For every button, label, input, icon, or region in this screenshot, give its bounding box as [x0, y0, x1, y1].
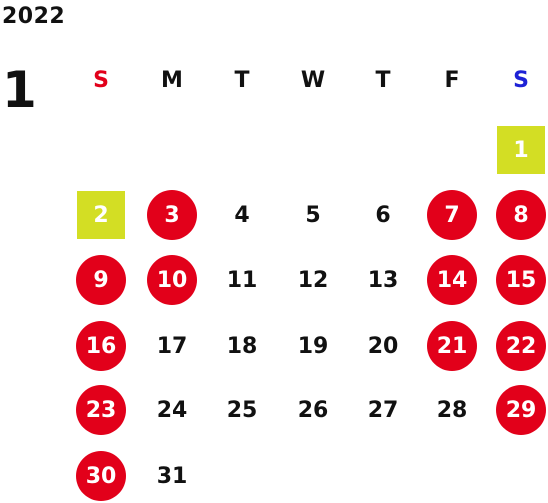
calendar-month: 1 — [2, 61, 37, 119]
day-cell[interactable]: 2 — [77, 191, 125, 239]
day-cell[interactable]: 17 — [156, 333, 188, 359]
day-cell[interactable]: 26 — [297, 397, 329, 423]
day-cell[interactable]: 12 — [297, 267, 329, 293]
day-cell[interactable]: 5 — [305, 202, 321, 228]
weekday-label: T — [234, 68, 250, 93]
calendar-year: 2022 — [2, 4, 66, 29]
day-cell[interactable]: 13 — [367, 267, 399, 293]
day-cell[interactable]: 27 — [367, 397, 399, 423]
day-cell[interactable]: 18 — [226, 333, 258, 359]
day-cell[interactable]: 10 — [147, 255, 197, 305]
weekday-label: S — [513, 68, 529, 93]
weekday-label: F — [444, 68, 460, 93]
weekday-label: S — [93, 68, 109, 93]
day-cell[interactable]: 29 — [496, 385, 546, 435]
day-cell[interactable]: 16 — [76, 321, 126, 371]
day-cell[interactable]: 4 — [234, 202, 250, 228]
day-cell[interactable]: 14 — [427, 255, 477, 305]
day-cell[interactable]: 20 — [367, 333, 399, 359]
day-cell[interactable]: 1 — [497, 126, 545, 174]
day-cell[interactable]: 28 — [436, 397, 468, 423]
day-cell[interactable]: 15 — [496, 255, 546, 305]
day-cell[interactable]: 3 — [147, 190, 197, 240]
day-cell[interactable]: 30 — [76, 451, 126, 501]
day-cell[interactable]: 6 — [375, 202, 391, 228]
day-cell[interactable]: 24 — [156, 397, 188, 423]
day-cell[interactable]: 25 — [226, 397, 258, 423]
day-cell[interactable]: 9 — [76, 255, 126, 305]
day-cell[interactable]: 11 — [226, 267, 258, 293]
weekday-label: W — [300, 68, 326, 93]
day-cell[interactable]: 7 — [427, 190, 477, 240]
day-cell[interactable]: 23 — [76, 385, 126, 435]
day-cell[interactable]: 31 — [156, 463, 188, 489]
day-cell[interactable]: 8 — [496, 190, 546, 240]
day-cell[interactable]: 22 — [496, 321, 546, 371]
weekday-label: T — [375, 68, 391, 93]
day-cell[interactable]: 21 — [427, 321, 477, 371]
weekday-label: M — [161, 68, 183, 93]
day-cell[interactable]: 19 — [297, 333, 329, 359]
